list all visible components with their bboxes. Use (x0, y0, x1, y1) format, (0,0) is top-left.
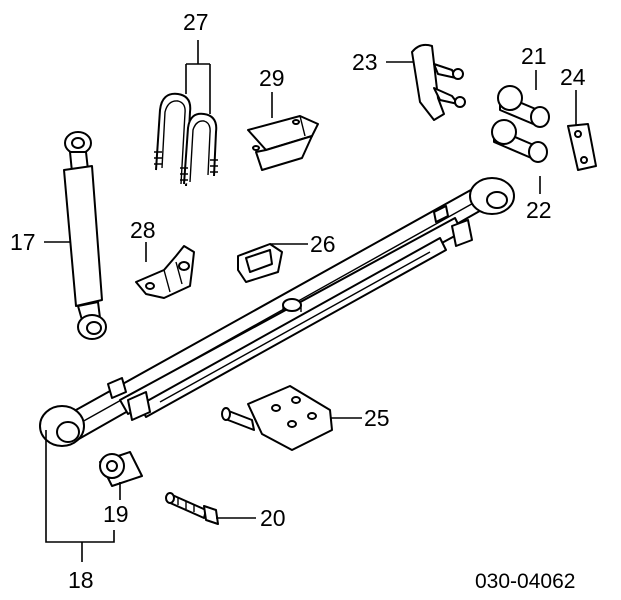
callout-22: 22 (526, 197, 552, 223)
shackle (411, 43, 466, 121)
callout-18: 18 (68, 567, 94, 593)
shackle-bolt (165, 492, 219, 525)
callout-28: 28 (130, 217, 156, 243)
callout-25: 25 (364, 405, 390, 431)
callout-24: 24 (560, 64, 586, 90)
bump-stop (237, 243, 283, 283)
leader-lines (44, 40, 577, 562)
callout-20: 20 (260, 505, 286, 531)
spring-seat-plate (221, 385, 333, 451)
callout-27: 27 (183, 9, 209, 35)
leaf-spring (39, 177, 515, 447)
shackle-plate (567, 123, 597, 171)
bushings (491, 85, 550, 163)
callout-labels: 27 29 23 21 24 17 28 26 22 25 19 20 18 0… (10, 9, 586, 593)
callout-29: 29 (259, 65, 285, 91)
callout-23: 23 (352, 49, 378, 75)
shock-absorber (63, 131, 107, 340)
callout-19: 19 (103, 501, 129, 527)
callout-17: 17 (10, 229, 36, 255)
spring-bracket (135, 245, 195, 299)
diagram-code: 030-04062 (475, 570, 575, 593)
callout-26: 26 (310, 231, 336, 257)
u-bolts (154, 92, 218, 187)
bump-stop-bracket (247, 115, 319, 171)
callout-21: 21 (521, 43, 547, 69)
spring-eye-bushing (99, 451, 143, 487)
